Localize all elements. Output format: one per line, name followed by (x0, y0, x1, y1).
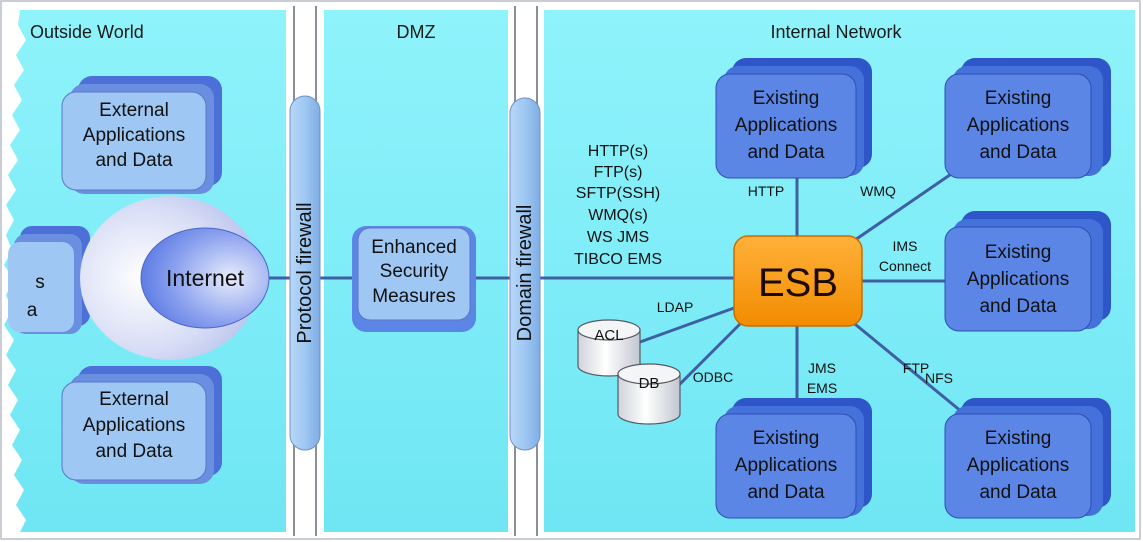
existing-line1: Existing (753, 428, 820, 449)
existing-apps-top-center: Existing Applications and Data (715, 58, 872, 179)
link-label-connect: Connect (879, 258, 931, 274)
connector-esb-topright (854, 166, 961, 242)
existing-apps-top-right: Existing Applications and Data (944, 58, 1111, 179)
existing-line3: and Data (747, 142, 825, 163)
link-label-ftp: FTP (903, 360, 929, 376)
external-top-line1: External (99, 100, 169, 121)
protocol-list: HTTP(s) FTP(s) SFTP(SSH) WMQ(s) WS JMS T… (574, 143, 662, 268)
enhanced-line1: Enhanced (371, 237, 457, 258)
link-label-ims: IMS (893, 238, 918, 254)
acl-database: ACL (577, 319, 641, 377)
link-label-http: HTTP (748, 183, 785, 199)
existing-line1: Existing (985, 428, 1052, 449)
existing-line2: Applications (735, 115, 837, 136)
existing-line2: Applications (967, 455, 1069, 476)
internet-cloud: Internet (80, 196, 270, 360)
existing-line2: Applications (967, 269, 1069, 290)
internet-label: Internet (166, 265, 245, 291)
db-database: DB (617, 363, 681, 425)
link-label-odbc: ODBC (693, 369, 733, 385)
connectors (268, 166, 963, 414)
existing-line2: Applications (967, 115, 1069, 136)
esb-node: ESB (733, 235, 863, 327)
existing-line3: and Data (979, 142, 1057, 163)
existing-line3: and Data (747, 482, 825, 503)
external-top-line2: Applications (83, 125, 185, 146)
acl-label: ACL (594, 327, 623, 344)
existing-apps-middle-right: Existing Applications and Data (944, 211, 1111, 332)
link-label-wmq: WMQ (860, 183, 896, 199)
partial-line2: a (27, 300, 38, 321)
esb-label: ESB (758, 261, 838, 305)
existing-line3: and Data (979, 296, 1057, 317)
external-apps-partial: s a (8, 226, 90, 334)
zone-title-dmz: DMZ (397, 22, 436, 42)
enhanced-line3: Measures (372, 286, 455, 307)
existing-line3: and Data (979, 482, 1057, 503)
db-label: DB (639, 375, 660, 392)
protocol-item: HTTP(s) (588, 143, 648, 160)
protocol-firewall-label: Protocol firewall (294, 202, 316, 343)
zone-title-outside: Outside World (30, 22, 144, 42)
zone-title-internal: Internal Network (770, 22, 902, 42)
existing-apps-bottom-right: Existing Applications and Data (944, 398, 1111, 519)
external-apps-top: External Applications and Data (61, 76, 222, 194)
external-top-line3: and Data (95, 150, 173, 171)
connector-esb-db (676, 320, 744, 388)
existing-line1: Existing (985, 88, 1052, 109)
existing-line1: Existing (753, 88, 820, 109)
domain-firewall-label: Domain firewall (514, 205, 536, 342)
link-label-ldap: LDAP (657, 299, 694, 315)
protocol-item: TIBCO EMS (574, 251, 662, 268)
protocol-item: SFTP(SSH) (576, 185, 660, 202)
partial-line1: s (35, 272, 45, 293)
protocol-item: WS JMS (587, 229, 649, 246)
link-label-ems: EMS (807, 380, 837, 396)
existing-line2: Applications (735, 455, 837, 476)
external-bottom-line1: External (99, 389, 169, 410)
external-apps-bottom: External Applications and Data (61, 366, 222, 484)
link-label-nfs: NFS (925, 370, 953, 386)
link-label-jms: JMS (808, 360, 836, 376)
existing-line1: Existing (985, 242, 1052, 263)
protocol-item: FTP(s) (594, 164, 643, 181)
protocol-firewall: Protocol firewall (289, 95, 321, 451)
connector-esb-acl (639, 306, 735, 344)
domain-firewall: Domain firewall (509, 97, 541, 451)
connector-esb-bottomright (849, 318, 963, 414)
existing-apps-bottom-center: Existing Applications and Data (715, 398, 872, 519)
enhanced-security-box: Enhanced Security Measures (352, 226, 476, 332)
enhanced-line2: Security (380, 261, 449, 282)
external-bottom-line3: and Data (95, 441, 173, 462)
external-bottom-line2: Applications (83, 415, 185, 436)
protocol-item: WMQ(s) (588, 207, 648, 224)
